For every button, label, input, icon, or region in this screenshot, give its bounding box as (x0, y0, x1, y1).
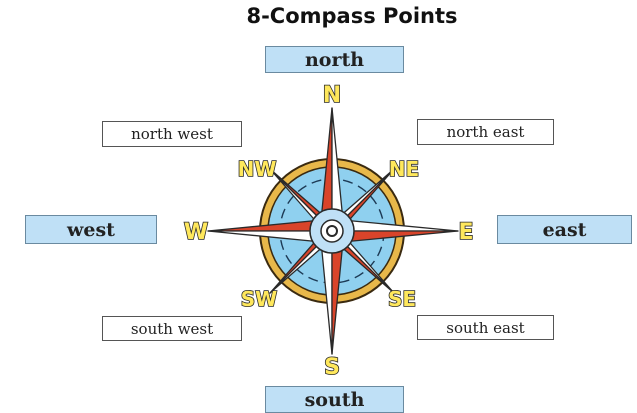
west-label-box: west (25, 215, 157, 244)
compass-letter-s: S (324, 355, 340, 380)
compass-pin (326, 225, 338, 237)
south-east-label-box: south east (417, 315, 554, 340)
compass-letter-se: SE (388, 287, 416, 311)
north-west-label-box: north west (102, 121, 242, 147)
compass-letter-sw: SW (241, 287, 277, 311)
compass-letter-nw: NW (238, 157, 277, 181)
page-title: 8-Compass Points (246, 4, 458, 28)
east-label-box: east (497, 215, 632, 244)
compass-letter-ne: NE (389, 157, 419, 181)
south-west-label-box: south west (102, 316, 242, 341)
compass-letter-n: N (323, 83, 341, 108)
north-east-label-box: north east (417, 119, 554, 145)
compass-letter-w: W (184, 220, 208, 245)
compass-letter-e: E (458, 220, 473, 245)
north-label-box: north (265, 46, 404, 73)
